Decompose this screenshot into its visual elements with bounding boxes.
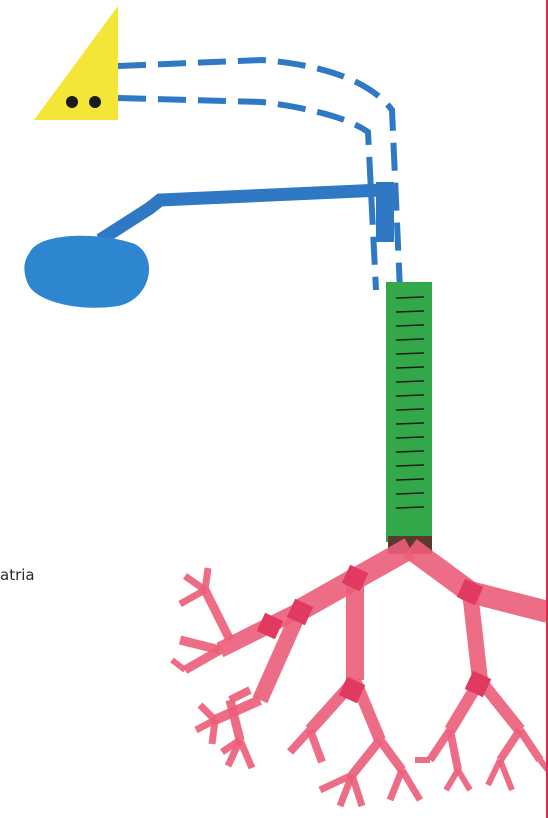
bronchus-branch (205, 590, 230, 640)
bronchus-branch (470, 592, 480, 680)
bag-tube (100, 182, 394, 242)
trachea-mark (396, 395, 424, 396)
bronchus-branch (500, 760, 512, 790)
trachea-tube-icon (386, 282, 432, 554)
bronchus-branch (380, 740, 402, 770)
trachea-mark (396, 381, 424, 382)
bronchus-branch (500, 730, 520, 760)
bronchus-branch (310, 730, 322, 762)
trachea-mark (396, 451, 424, 452)
bronchus-branch (520, 730, 540, 760)
side-caption: atria (0, 566, 35, 584)
trachea-mark (396, 311, 424, 312)
trachea-mark (396, 437, 424, 438)
trachea-mark (396, 493, 424, 494)
bronchus-branch (230, 690, 250, 700)
head (34, 6, 118, 120)
trachea-mark (396, 297, 424, 298)
bronchus-branch (390, 770, 402, 800)
trachea-mark (396, 353, 424, 354)
bronchus-branch (185, 650, 220, 670)
trachea-mark (396, 479, 424, 480)
trachea-mark (396, 409, 424, 410)
trachea-mark (396, 325, 424, 326)
trachea-mark (396, 507, 424, 508)
eye-dot-icon (89, 96, 101, 108)
bag-hose (100, 190, 382, 240)
bronchus-branch (488, 760, 500, 785)
bronchus-branch (172, 660, 185, 670)
air-bag-icon (24, 236, 149, 308)
bronchus-branch (352, 775, 362, 806)
upper-dashed-tube (118, 60, 400, 290)
bag-hose-connector (376, 182, 394, 242)
bronchial-tree-icon (172, 548, 548, 806)
bronchus-branch (446, 770, 458, 790)
bronchus-branch (402, 770, 420, 800)
bronchus-branch (450, 730, 458, 770)
bronchus-branch (205, 568, 208, 590)
eye-dot-icon (66, 96, 78, 108)
trachea-body (386, 282, 432, 542)
trachea-mark (396, 367, 424, 368)
bronchus-branch (470, 592, 548, 612)
bronchus-branch (410, 548, 470, 592)
nasal-tubes (118, 60, 400, 290)
bronchus-branch (180, 590, 205, 604)
bronchus-branch (352, 740, 380, 775)
trachea-mark (396, 465, 424, 466)
trachea-mark (396, 423, 424, 424)
bronchus-branch (240, 740, 252, 768)
bronchus-branch (458, 770, 470, 790)
trachea-mark (396, 339, 424, 340)
